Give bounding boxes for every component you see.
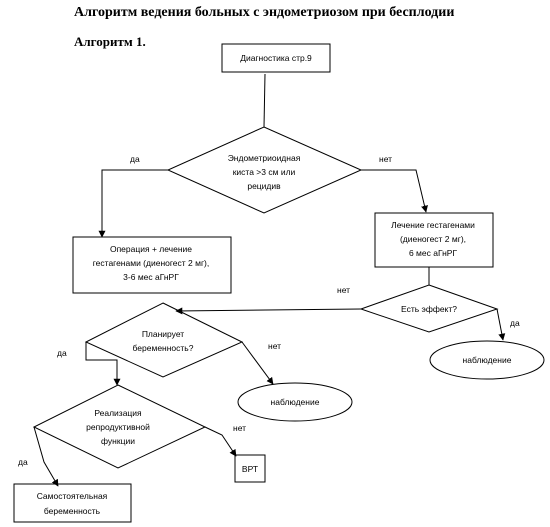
cyst-decision-label-line3: рецидив xyxy=(247,181,281,191)
edge-label-cyst-yes: да xyxy=(130,154,140,164)
edge-label-repro-yes: да xyxy=(18,457,28,467)
edge-label-repro-no: нет xyxy=(233,423,246,433)
connector-effect-yes xyxy=(496,308,506,341)
connector-repro-yes xyxy=(33,426,59,487)
edge-label-plan-yes: да xyxy=(57,348,67,358)
reproductive-label-line2: репродуктивной xyxy=(86,422,150,432)
gestagen-label-line1: Лечение гестагенами xyxy=(391,220,475,230)
connector-cyst-yes xyxy=(98,169,168,238)
spontaneous-pregnancy-label-line2: беременность xyxy=(44,506,101,516)
reproductive-decision-diamond xyxy=(32,384,207,469)
reproductive-label-line1: Реализация xyxy=(94,408,142,418)
connector-effect-no xyxy=(175,307,362,315)
edge-label-plan-no: нет xyxy=(268,341,281,351)
edge-label-cyst-no: нет xyxy=(379,154,392,164)
reproductive-label-line3: функции xyxy=(101,436,135,446)
surgery-label-line2: гестагенами (диеногест 2 мг), xyxy=(93,258,210,268)
art-label: ВРТ xyxy=(242,464,258,474)
cyst-decision-label-line1: Эндометриоидная xyxy=(228,153,301,163)
observation-left-label: наблюдение xyxy=(271,397,320,407)
connector-diagnostics-to-cyst xyxy=(263,73,266,128)
surgery-label-line1: Операция + лечение xyxy=(110,244,192,254)
effect-decision-diamond xyxy=(359,284,499,333)
surgery-box xyxy=(72,236,232,294)
connector-repro-no xyxy=(204,426,237,457)
surgery-label-line3: 3-6 мес аГнРГ xyxy=(123,272,179,282)
edge-label-effect-no: нет xyxy=(337,285,350,295)
gestagen-treatment-box xyxy=(374,212,494,268)
connector-plan-yes xyxy=(85,342,121,386)
spontaneous-pregnancy-box xyxy=(13,483,132,523)
observation-right-ellipse xyxy=(429,340,545,380)
connector-plan-no xyxy=(241,341,274,385)
cyst-decision-diamond xyxy=(166,126,363,214)
diagnostics-box xyxy=(221,43,331,73)
algorithm-subtitle: Алгоритм 1. xyxy=(74,34,146,49)
gestagen-label-line3: 6 мес аГнРГ xyxy=(409,248,457,258)
effect-decision-label: Есть эффект? xyxy=(401,304,457,314)
gestagen-label-line2: (диеногест 2 мг), xyxy=(400,234,466,244)
spontaneous-pregnancy-label-line1: Самостоятельная xyxy=(37,491,108,501)
pregnancy-plan-decision-diamond xyxy=(84,302,244,378)
observation-left-ellipse xyxy=(237,382,353,422)
observation-right-label: наблюдение xyxy=(463,355,512,365)
connector-cyst-no xyxy=(361,169,428,213)
cyst-decision-label-line2: киста >3 см или xyxy=(233,167,296,177)
art-box xyxy=(234,454,266,483)
page-title: Алгоритм ведения больных с эндометриозом… xyxy=(74,5,455,20)
edge-label-effect-yes: да xyxy=(510,318,520,328)
pregnancy-plan-label-line2: беременность? xyxy=(133,343,194,353)
pregnancy-plan-label-line1: Планирует xyxy=(142,329,184,339)
diagnostics-label: Диагностика стр.9 xyxy=(240,53,312,63)
